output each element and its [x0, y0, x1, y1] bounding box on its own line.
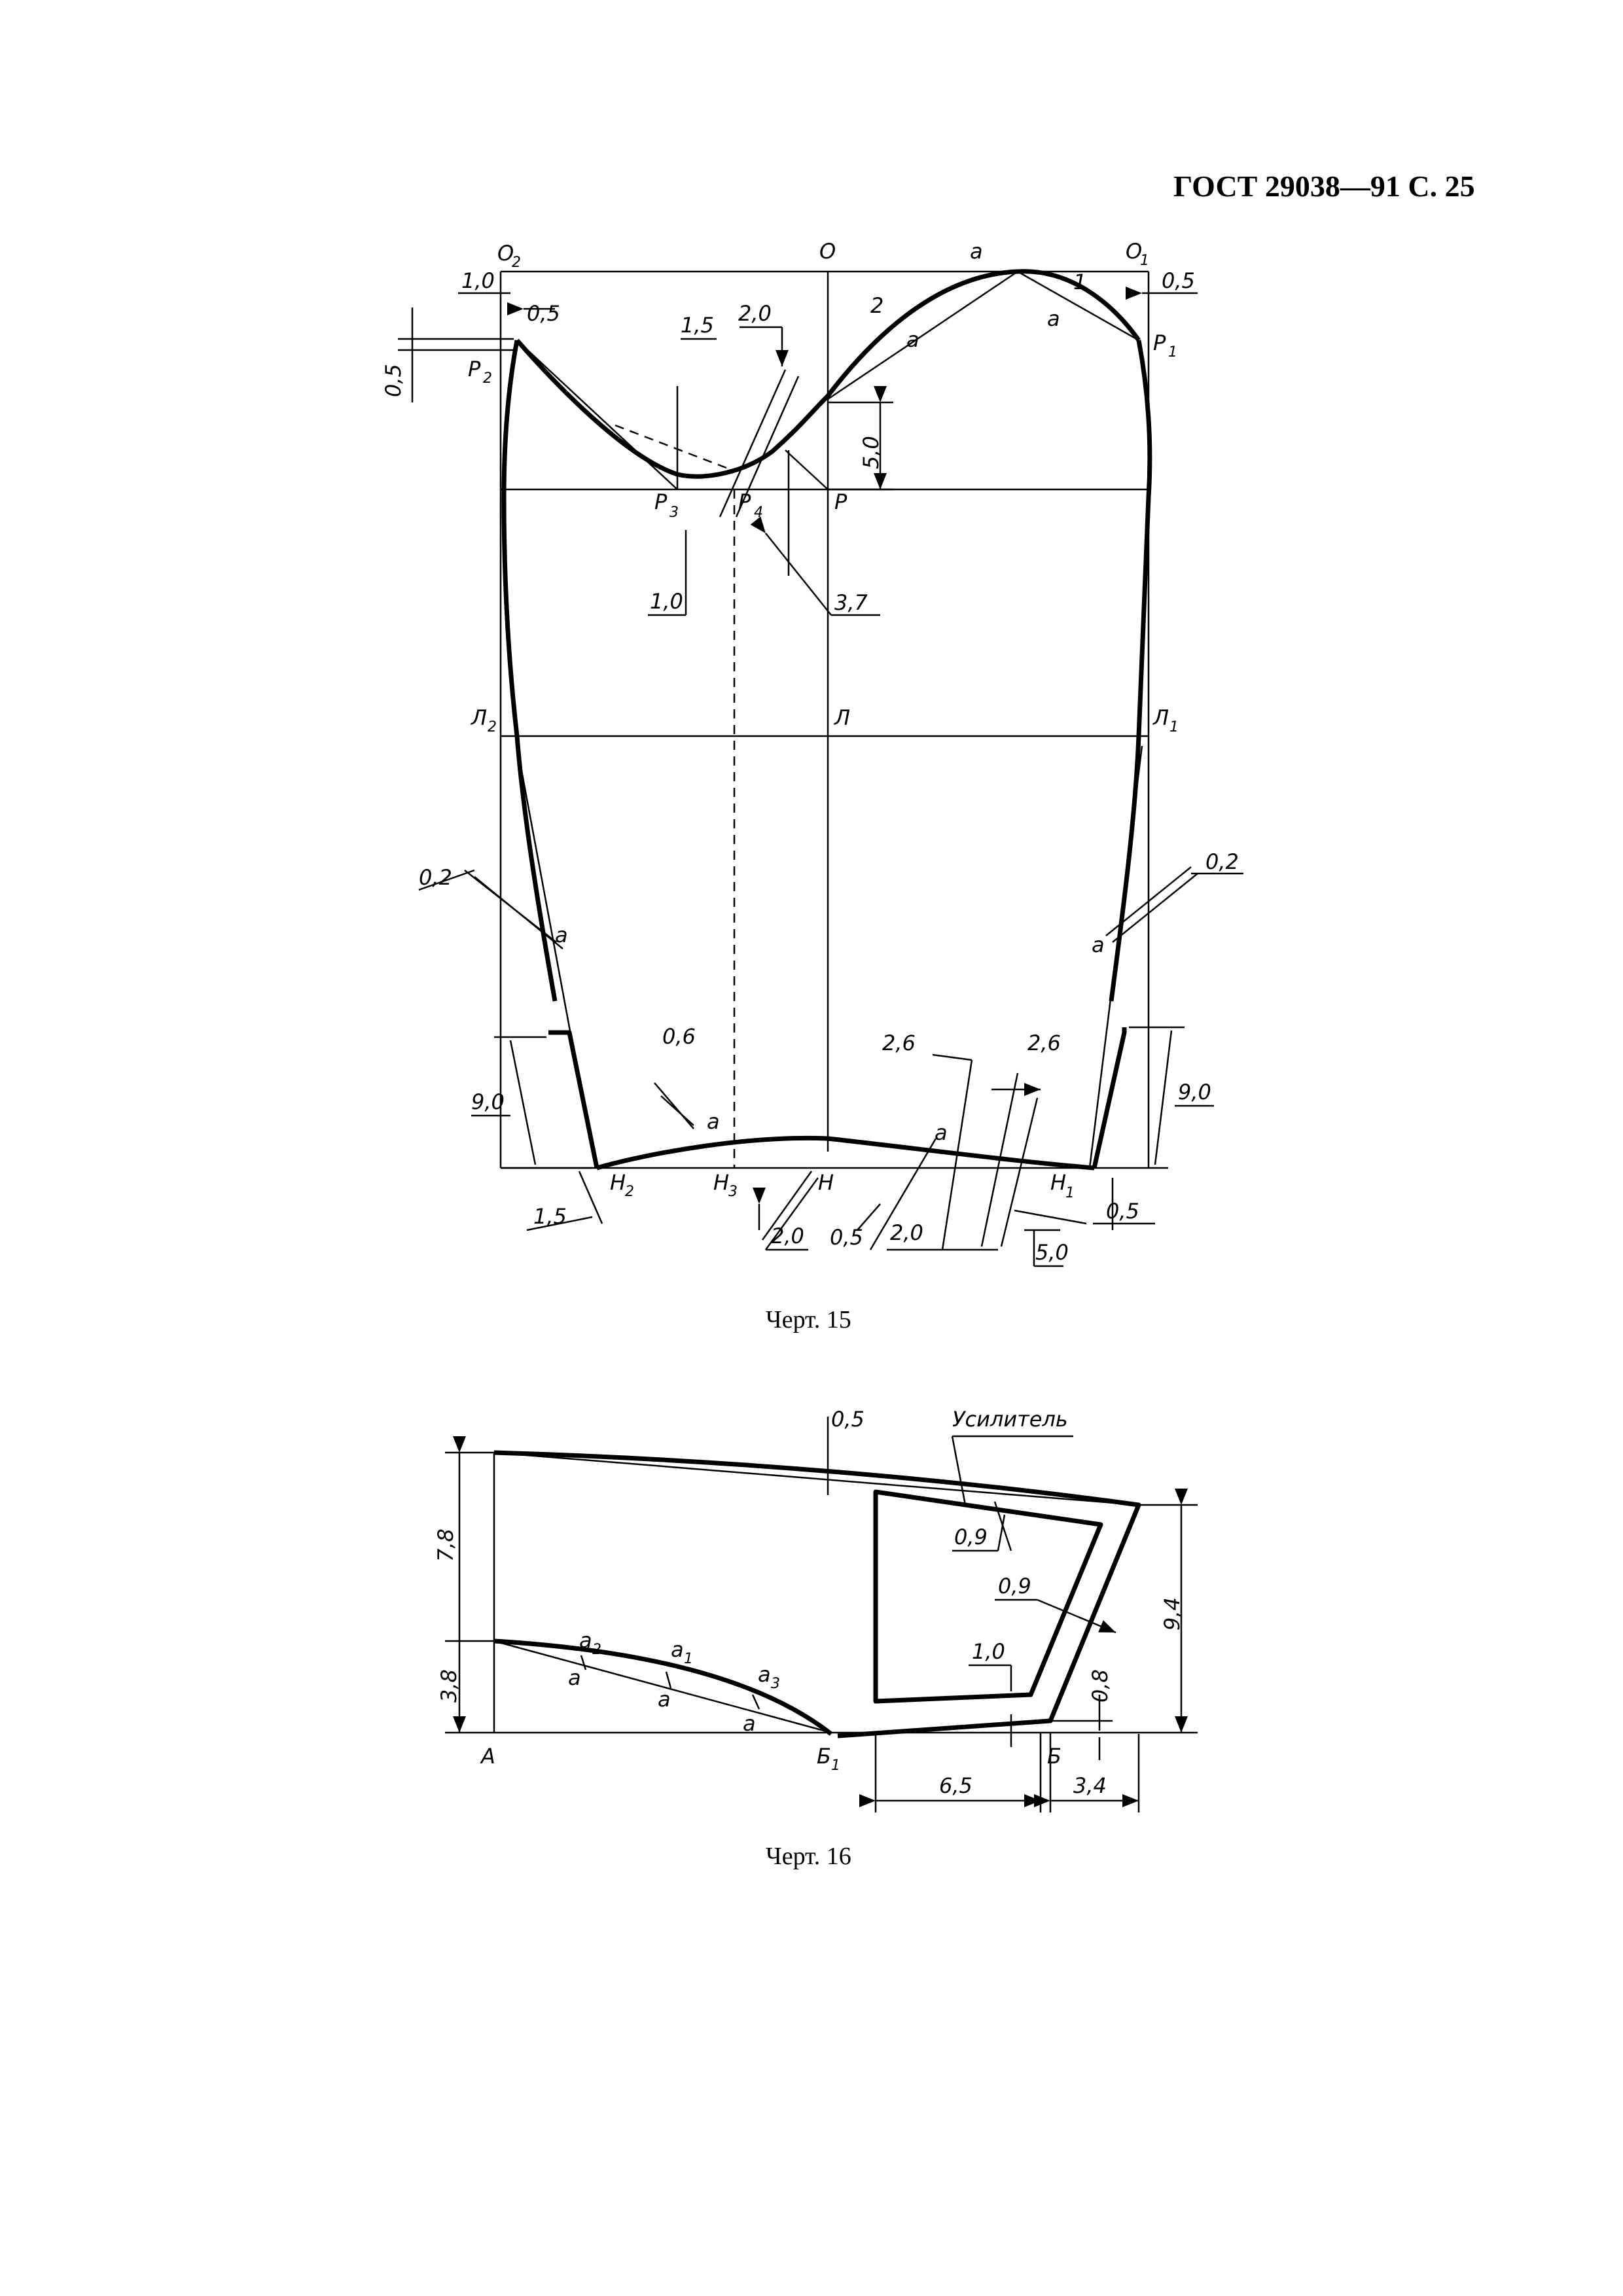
- dim-2-0-top: 2,0: [738, 301, 772, 326]
- label-O1: O: [1126, 239, 1142, 264]
- label-a2-sub: 2: [592, 1642, 601, 1658]
- dim-1-5-bottom: 1,5: [533, 1204, 567, 1229]
- mark-a-right-top: a: [1047, 306, 1060, 331]
- dim-0-6: 0,6: [662, 1024, 696, 1049]
- dim-0-2-left: 0,2: [419, 865, 452, 890]
- label-P2-sub: 2: [483, 370, 492, 387]
- label-H2-sub: 2: [625, 1184, 634, 1200]
- dim16-0-9-b: 0,9: [998, 1574, 1031, 1598]
- label-a1: a: [671, 1637, 684, 1662]
- mark-a-side-left: a: [555, 923, 568, 947]
- dimension-texts: 1,0 0,5 0,5 0,5 1,5 2,0 5,0 1,0 3,7 0,2 …: [381, 268, 1239, 1265]
- dim-1-5-top: 1,5: [681, 313, 714, 338]
- label-P1-sub: 1: [1168, 344, 1177, 361]
- label-a-m3: a: [743, 1711, 756, 1736]
- label-L: Л: [834, 705, 850, 730]
- label-usilitel: Усилитель: [952, 1407, 1068, 1432]
- mark-two: 2: [870, 293, 883, 318]
- label-P4: P: [738, 489, 751, 514]
- mark-one: 1: [1073, 270, 1086, 294]
- dim-1-0-mid: 1,0: [650, 589, 683, 614]
- label-B1-sub: 1: [831, 1757, 840, 1774]
- label-O2-sub: 2: [512, 255, 521, 271]
- label-L1: Л: [1152, 705, 1169, 730]
- label-P3-sub: 3: [669, 504, 679, 521]
- label-P4-sub: 4: [754, 504, 763, 521]
- label-O1-sub: 1: [1140, 253, 1149, 269]
- dim-0-5-topright: 0,5: [1162, 268, 1195, 293]
- dim-5-0-bottom: 5,0: [1035, 1240, 1069, 1265]
- dim-2-6-a: 2,6: [882, 1031, 916, 1055]
- label-L2: Л: [471, 705, 487, 730]
- figure-15: O 2 O a O 1 P 2 P 1 P 3 P 4 P Л 2 Л Л 1 …: [381, 239, 1243, 1267]
- label-a3: a: [758, 1662, 771, 1687]
- dim16-3-4: 3,4: [1073, 1773, 1107, 1798]
- label-P: P: [834, 489, 847, 514]
- label-O2: O: [497, 241, 514, 266]
- dim-2-0-bottom2: 2,0: [890, 1220, 923, 1245]
- label-B: Б: [1047, 1744, 1061, 1769]
- dims-16: 0,5 0,9 0,9 1,0 0,8 7,8 3,8 9,4 6,5 3,4: [433, 1407, 1185, 1798]
- label-H2: Н: [610, 1170, 626, 1195]
- dim-3-7: 3,7: [834, 590, 868, 615]
- label-P1: P: [1153, 330, 1166, 355]
- dim-0-5-bottomright: 0,5: [1106, 1199, 1139, 1224]
- dim-9-0-right: 9,0: [1178, 1080, 1211, 1104]
- dim-2-6-b: 2,6: [1027, 1031, 1061, 1055]
- dim-0-5-left: 0,5: [381, 364, 406, 397]
- dim16-7-8: 7,8: [433, 1528, 458, 1562]
- dim16-6-5: 6,5: [939, 1773, 972, 1798]
- label-P3: P: [654, 489, 668, 514]
- label-B1: Б: [817, 1744, 831, 1769]
- mark-a-hem-left: a: [707, 1109, 720, 1134]
- dim-0-5-topleft: 0,5: [527, 301, 560, 326]
- label-H: Н: [818, 1170, 834, 1195]
- label-a-m2: a: [658, 1687, 671, 1712]
- dim-0-5-bottom: 0,5: [830, 1225, 863, 1250]
- label-a-m1: a: [568, 1665, 581, 1690]
- label-a2: a: [579, 1628, 592, 1653]
- label-H3-sub: 3: [728, 1184, 738, 1200]
- mark-a-hem-right: a: [935, 1120, 948, 1145]
- label-a-top: a: [970, 239, 983, 264]
- dim16-3-8: 3,8: [437, 1669, 461, 1703]
- label-L2-sub: 2: [488, 719, 497, 735]
- label-O: O: [819, 239, 836, 264]
- dim16-0-9-a: 0,9: [954, 1525, 988, 1549]
- dim16-9-4: 9,4: [1160, 1597, 1185, 1631]
- figure-16-caption: Черт. 16: [766, 1843, 851, 1870]
- figure-16: Усилитель A Б 1 Б a 2 a 1 a 3 a a a 0,5 …: [433, 1407, 1198, 1812]
- curve-marks: a 2 1 a a a a a: [555, 270, 1105, 1145]
- labels-16: Усилитель A Б 1 Б a 2 a 1 a 3 a a a: [480, 1407, 1068, 1774]
- marks-16: [580, 1655, 760, 1710]
- label-H3: Н: [713, 1170, 729, 1195]
- dim-2-0-bottom: 2,0: [771, 1224, 804, 1248]
- mark-a-side-right: a: [1092, 932, 1105, 957]
- dimension-lines: [398, 287, 1243, 1267]
- dim16-0-5: 0,5: [831, 1407, 865, 1432]
- label-a3-sub: 3: [771, 1676, 780, 1692]
- dim16-1-0: 1,0: [972, 1639, 1005, 1664]
- mark-a-left-top: a: [906, 327, 919, 352]
- construction-lines-16: [445, 1417, 1198, 1812]
- dim16-0-8: 0,8: [1088, 1669, 1113, 1703]
- dim-5-0: 5,0: [859, 436, 883, 469]
- page-header: ГОСТ 29038—91 С. 25: [1173, 169, 1475, 203]
- dim-1-0-top: 1,0: [461, 268, 495, 293]
- label-P2: P: [468, 357, 481, 381]
- label-H1: Н: [1050, 1170, 1066, 1195]
- sleeve-contour: [501, 269, 1152, 1171]
- label-H1-sub: 1: [1065, 1185, 1075, 1201]
- dim-0-2-right: 0,2: [1205, 849, 1239, 874]
- label-a1-sub: 1: [684, 1651, 693, 1667]
- collar-contour: [493, 1450, 1141, 1739]
- figure-15-caption: Черт. 15: [766, 1306, 851, 1333]
- point-labels: O 2 O a O 1 P 2 P 1 P 3 P 4 P Л 2 Л Л 1 …: [468, 239, 1179, 1201]
- dim-9-0-left: 9,0: [471, 1089, 505, 1114]
- label-L1-sub: 1: [1169, 719, 1179, 735]
- label-A: A: [480, 1744, 495, 1769]
